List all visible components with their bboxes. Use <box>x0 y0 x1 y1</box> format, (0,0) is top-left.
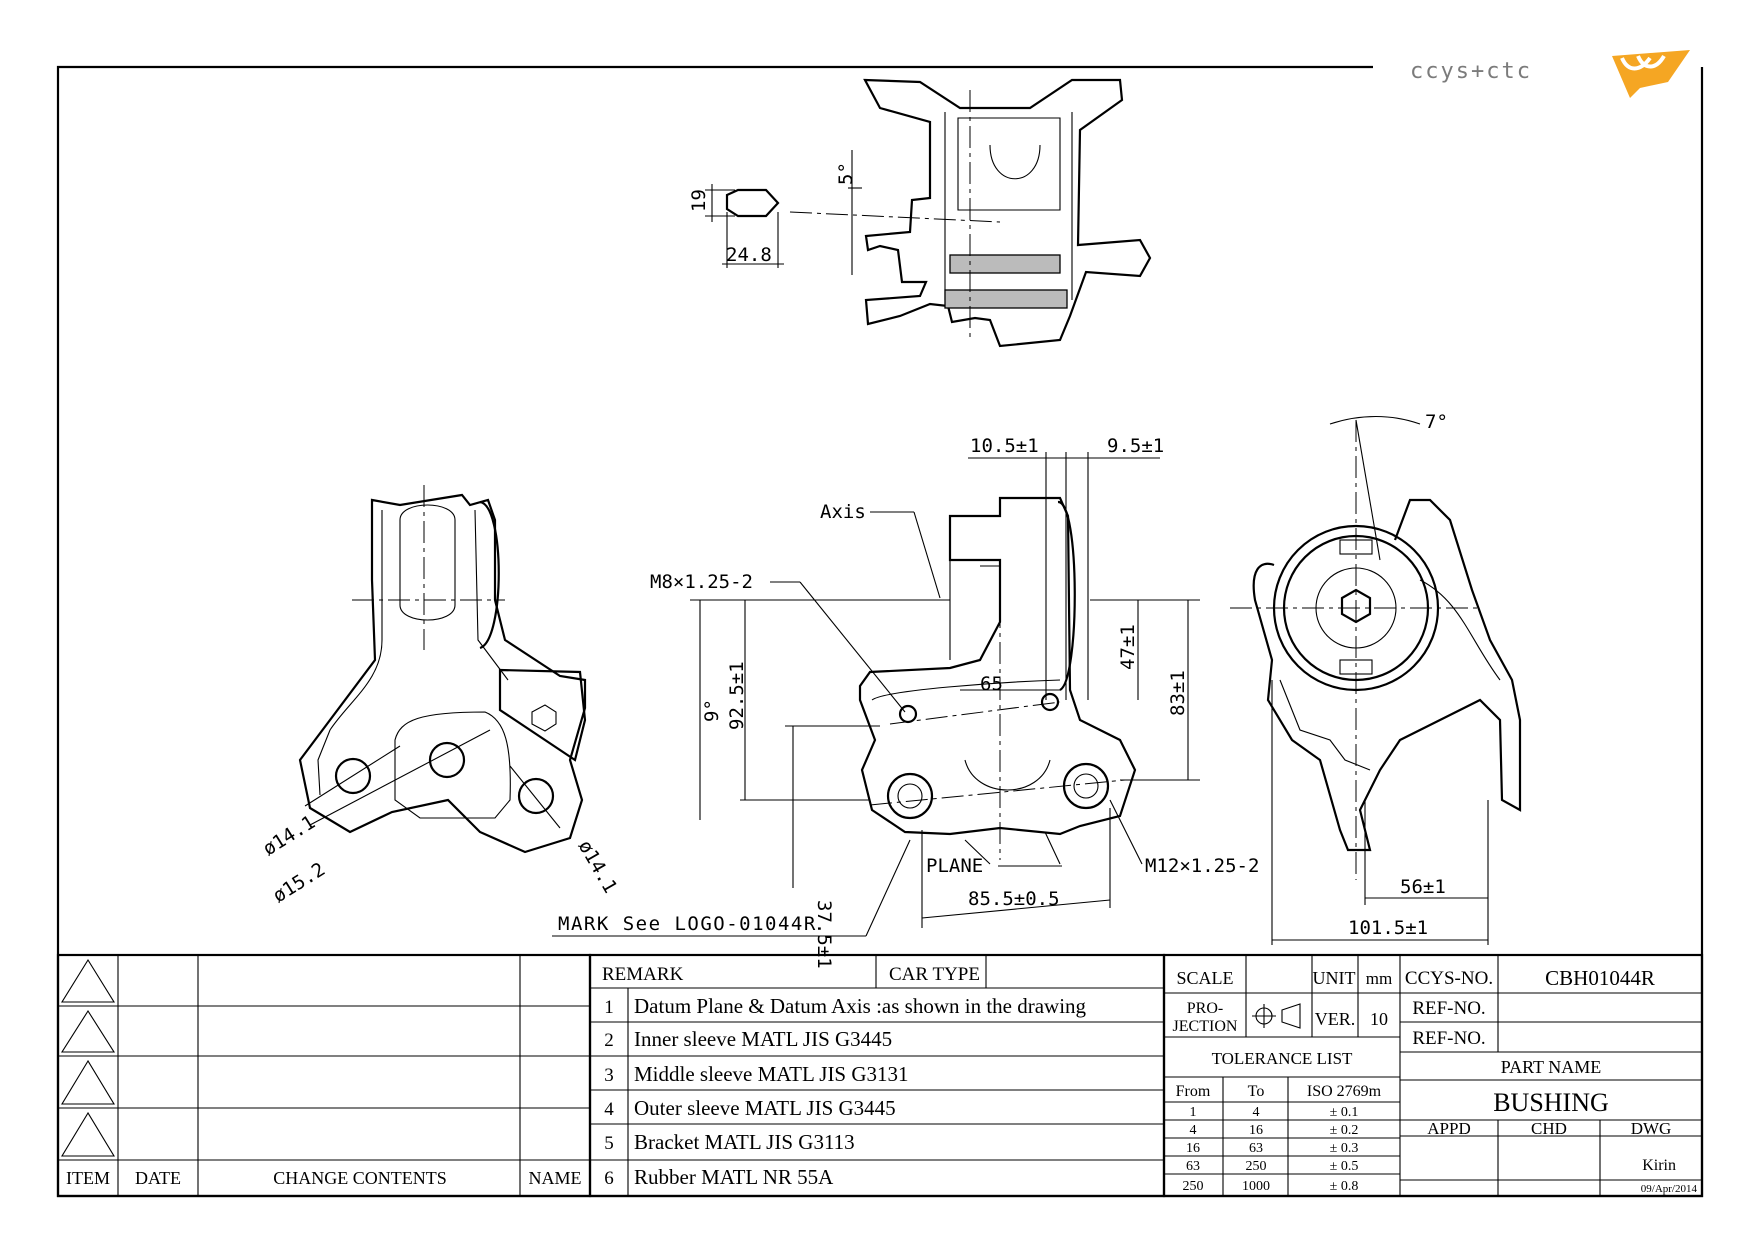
ccys-no: CBH01044R <box>1545 966 1655 990</box>
right-view: 7° 56±1 101.5±1 <box>1230 411 1522 945</box>
tol-value: ± 0.8 <box>1330 1179 1359 1194</box>
offset-dim-left: 10.5±1 <box>970 435 1039 457</box>
left-hole-dim-2: ø15.2 <box>269 858 329 907</box>
tol-to: 4 <box>1253 1105 1260 1120</box>
remark-no: 1 <box>604 997 614 1018</box>
appd-label: APPD <box>1427 1119 1470 1138</box>
part-name-label: PART NAME <box>1501 1057 1601 1077</box>
drawing-date: 09/Apr/2014 <box>1641 1183 1698 1195</box>
offset-dim-right: 9.5±1 <box>1107 435 1164 457</box>
unit-label: UNIT <box>1313 968 1356 988</box>
remark-label: REMARK <box>602 964 684 985</box>
tol-value: ± 0.2 <box>1330 1123 1359 1138</box>
tol-to: 16 <box>1249 1123 1263 1138</box>
tol-to: 1000 <box>1242 1179 1270 1194</box>
tol-header-from: From <box>1176 1083 1211 1100</box>
unit-value: mm <box>1366 969 1392 988</box>
remark-text: Rubber MATL NR 55A <box>634 1165 834 1189</box>
revision-table: ITEM DATE CHANGE CONTENTS NAME <box>56 953 592 1198</box>
scale-label: SCALE <box>1176 968 1233 988</box>
tol-header-to: To <box>1248 1083 1265 1100</box>
tol-from: 1 <box>1190 1105 1197 1120</box>
tol-from: 250 <box>1183 1179 1204 1194</box>
projection-label-1: PRO- <box>1187 1000 1223 1017</box>
company-logo: ccys+ctc <box>1410 50 1690 98</box>
remark-text: Middle sleeve MATL JIS G3131 <box>634 1062 909 1086</box>
tol-from: 4 <box>1190 1123 1197 1138</box>
width-dim: 85.5±0.5 <box>968 888 1060 910</box>
dim-101-5: 101.5±1 <box>1348 917 1428 939</box>
tolerance-title: TOLERANCE LIST <box>1212 1049 1353 1068</box>
remark-text: Outer sleeve MATL JIS G3445 <box>634 1096 896 1120</box>
front-view: 10.5±1 9.5±1 65 Axis M8×1.25-2 PLANE M12… <box>552 435 1259 969</box>
dim-37-5: 37.5±1 <box>813 900 835 969</box>
section-dim-19: 19 <box>688 189 710 212</box>
remark-no: 5 <box>604 1133 614 1154</box>
tol-from: 16 <box>1186 1141 1200 1156</box>
mark-note: MARK See LOGO-01044R <box>558 913 817 935</box>
car-type-label: CAR TYPE <box>889 964 980 985</box>
remarks-table: REMARK CAR TYPE 1 Datum Plane & Datum Ax… <box>588 953 1166 1198</box>
angle-5: 5° <box>835 162 857 185</box>
tol-value: ± 0.5 <box>1330 1159 1359 1174</box>
ref-no-label: REF-NO. <box>1412 1028 1485 1049</box>
axis-label: Axis <box>820 501 866 523</box>
chd-label: CHD <box>1531 1119 1567 1138</box>
dim-9-deg: 9° <box>701 699 723 722</box>
ccys-no-label: CCYS-NO. <box>1405 968 1493 989</box>
tol-value: ± 0.3 <box>1330 1141 1359 1156</box>
tol-to: 250 <box>1246 1159 1267 1174</box>
dim-56: 56±1 <box>1400 876 1446 898</box>
remark-text: Inner sleeve MATL JIS G3445 <box>634 1027 892 1051</box>
svg-text:ccys+ctc: ccys+ctc <box>1410 59 1532 84</box>
left-hole-dim-3: ø14.1 <box>574 837 622 898</box>
thread-bottom-label: M12×1.25-2 <box>1145 855 1259 877</box>
title-block: SCALE UNIT mm PRO- JECTION VER. 10 TOLER… <box>1162 953 1704 1198</box>
header-name: NAME <box>529 1168 582 1188</box>
part-name: BUSHING <box>1493 1088 1609 1117</box>
thread-top-label: M8×1.25-2 <box>650 571 753 593</box>
remark-no: 2 <box>604 1030 614 1051</box>
drawn-by: Kirin <box>1642 1157 1676 1174</box>
angle-7: 7° <box>1425 411 1448 433</box>
top-view: 19 24.8 5° <box>688 78 1152 348</box>
dim-83: 83±1 <box>1167 670 1189 716</box>
tol-value: ± 0.1 <box>1330 1105 1359 1120</box>
ver-label: VER. <box>1315 1009 1356 1029</box>
tol-header-iso: ISO 2769m <box>1307 1083 1382 1100</box>
left-view: ø14.1 ø15.2 ø14.1 <box>259 485 621 907</box>
dim-47: 47±1 <box>1117 624 1139 670</box>
dwg-label: DWG <box>1631 1119 1672 1138</box>
section-dim-24-8: 24.8 <box>726 244 772 266</box>
tol-to: 63 <box>1249 1141 1263 1156</box>
header-change-contents: CHANGE CONTENTS <box>273 1168 447 1188</box>
projection-label-2: JECTION <box>1173 1018 1238 1035</box>
remark-text: Bracket MATL JIS G3113 <box>634 1130 855 1154</box>
header-date: DATE <box>135 1168 181 1188</box>
projection-symbol <box>1252 1003 1301 1029</box>
ref-no-label: REF-NO. <box>1412 998 1485 1019</box>
dim-92-5: 92.5±1 <box>726 661 748 730</box>
plane-label: PLANE <box>926 855 983 877</box>
left-hole-dim-1: ø14.1 <box>259 811 319 860</box>
tol-from: 63 <box>1186 1159 1200 1174</box>
remark-no: 3 <box>604 1065 614 1086</box>
remark-no: 6 <box>604 1168 614 1189</box>
ver-value: 10 <box>1370 1009 1388 1029</box>
remark-text: Datum Plane & Datum Axis :as shown in th… <box>634 994 1087 1018</box>
header-item: ITEM <box>66 1168 110 1188</box>
remark-no: 4 <box>604 1099 614 1120</box>
hole-pitch: 65 <box>980 673 1003 695</box>
